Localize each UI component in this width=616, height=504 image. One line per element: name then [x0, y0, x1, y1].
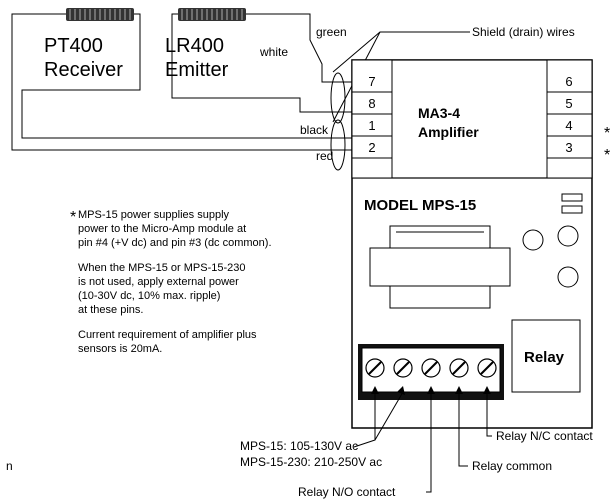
- receiver-label: Receiver: [44, 59, 123, 81]
- pin-3: 3: [565, 140, 572, 155]
- note-line-1: MPS-15 power supplies supply: [78, 209, 230, 221]
- pin-1: 1: [368, 118, 375, 133]
- supply-230-label: MPS-15-230: 210-250V ac: [240, 455, 382, 469]
- supply-115-label: MPS-15: 105-130V ac: [240, 439, 358, 453]
- emitter-label: Emitter: [165, 59, 229, 81]
- ma3-4-amplifier: 7 8 1 2 6 5 4 3 MA3-4 Amplifier * *: [351, 59, 610, 179]
- emitter-model: LR400: [165, 35, 224, 57]
- receiver-model: PT400: [44, 35, 103, 57]
- pin-8: 8: [368, 96, 375, 111]
- pin-2: 2: [368, 140, 375, 155]
- pin-5: 5: [565, 96, 572, 111]
- shield-label: Shield (drain) wires: [472, 25, 575, 39]
- note-line-9: sensors is 20mA.: [78, 343, 162, 355]
- note-line-3: pin #4 (+V dc) and pin #3 (dc common).: [78, 237, 272, 249]
- relay: [511, 319, 581, 393]
- trimpot-2: [557, 225, 579, 247]
- relay-nc-label: Relay N/C contact: [496, 429, 593, 443]
- pin-4: 4: [565, 118, 572, 133]
- indicator-slot-1: [561, 193, 583, 202]
- transformer: [369, 225, 511, 309]
- wire-label-white: white: [259, 45, 288, 59]
- note-line-6: (10-30V dc, 10% max. ripple): [78, 290, 220, 302]
- relay-label: Relay: [524, 349, 565, 366]
- wire-label-green: green: [316, 25, 347, 39]
- wire-label-black: black: [300, 123, 329, 137]
- indicator-slot-2: [561, 205, 583, 214]
- relay-common-label: Relay common: [472, 459, 552, 473]
- relay-no-label: Relay N/O contact: [298, 485, 396, 499]
- amplifier-label: Amplifier: [418, 124, 479, 140]
- trimpot-1: [522, 229, 544, 251]
- power-notes: * MPS-15 power supplies supply power to …: [70, 209, 272, 355]
- pin-3-star: *: [604, 147, 610, 164]
- terminal-callouts: [353, 391, 492, 493]
- mps15-model-label: MODEL MPS-15: [364, 197, 476, 214]
- note-line-8: Current requirement of amplifier plus: [78, 329, 257, 341]
- pt400-receiver: PT400 Receiver: [44, 8, 134, 81]
- note-line-7: at these pins.: [78, 304, 143, 316]
- shield-wire-emitter: [330, 72, 346, 124]
- note-line-5: is not used, apply external power: [78, 276, 239, 288]
- lr400-emitter: LR400 Emitter: [165, 8, 246, 81]
- pin-4-star: *: [604, 125, 610, 142]
- margin-glyph: n: [6, 459, 13, 473]
- shield-wire-receiver: [330, 119, 346, 171]
- note-star: *: [70, 209, 76, 226]
- amplifier-name: MA3-4: [418, 105, 460, 121]
- wire-label-red: red: [316, 149, 333, 163]
- pin-7: 7: [368, 74, 375, 89]
- note-line-4: When the MPS-15 or MPS-15-230: [78, 262, 246, 274]
- note-line-2: power to the Micro-Amp module at: [78, 223, 246, 235]
- pin-6: 6: [565, 74, 572, 89]
- trimpot-3: [557, 266, 579, 288]
